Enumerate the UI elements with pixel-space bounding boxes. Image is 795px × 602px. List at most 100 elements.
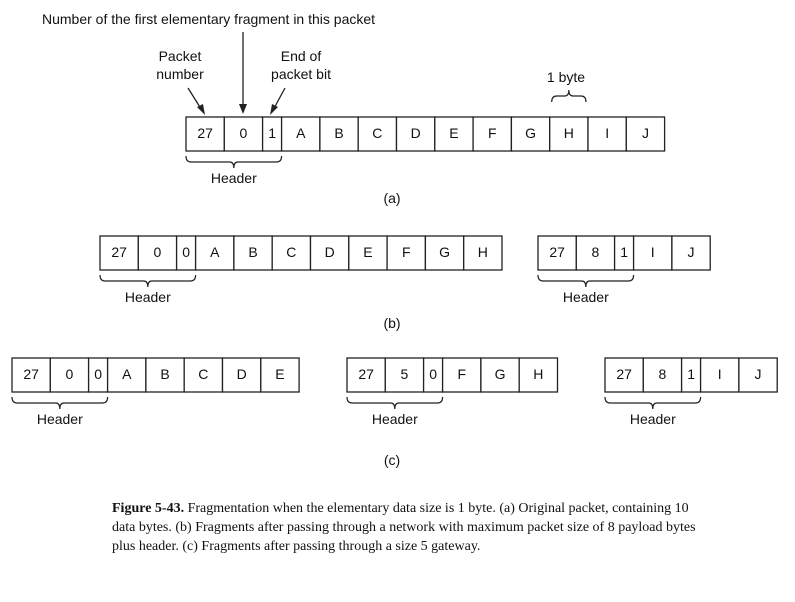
data-byte-cell-text: E	[363, 244, 373, 260]
end-bit-cell-text: 0	[182, 244, 190, 260]
data-byte-cell-text: J	[754, 366, 762, 382]
data-byte-cell-text: D	[410, 125, 421, 141]
end-bit-cell-text: 1	[268, 125, 276, 141]
data-byte-cell-text: C	[198, 366, 209, 382]
header-label: Header	[562, 289, 609, 305]
data-byte-cell	[357, 116, 398, 152]
first-fragment-cell	[49, 357, 90, 393]
data-byte-cell	[441, 357, 482, 393]
data-byte-cell	[632, 235, 673, 271]
data-byte-cell-text: J	[687, 244, 695, 260]
data-byte-cell-text: A	[296, 125, 306, 141]
data-byte-cell-text: I	[650, 244, 655, 260]
packet-number-cell	[185, 116, 225, 152]
part-b-label: (b)	[383, 315, 401, 331]
data-byte-cell	[424, 235, 465, 271]
data-byte-cell-text: G	[494, 366, 506, 382]
header-brace	[11, 396, 109, 410]
packet-number-label-1: Packet	[158, 48, 202, 64]
data-byte-cell-text: F	[401, 244, 411, 260]
header-brace	[99, 274, 197, 288]
header-label: Header	[124, 289, 171, 305]
first-fragment-cell	[137, 235, 178, 271]
arrowhead-icon	[239, 104, 247, 114]
header-brace	[185, 155, 283, 169]
data-byte-cell-text: F	[487, 125, 497, 141]
data-byte-cell-text: B	[160, 366, 170, 382]
first-fragment-cell	[642, 357, 683, 393]
data-byte-cell	[518, 357, 559, 393]
packet-number-cell	[346, 357, 386, 393]
header-brace	[537, 274, 635, 288]
data-byte-cell	[587, 116, 627, 152]
data-byte-cell-text: G	[525, 125, 536, 141]
part-a-label: (a)	[383, 190, 401, 206]
data-byte-cell-text: H	[477, 244, 488, 260]
data-byte-cell	[233, 235, 273, 271]
data-byte-cell-text: B	[248, 244, 258, 260]
data-byte-cell	[699, 357, 740, 393]
header-brace	[346, 396, 444, 410]
packet-number-cell-text: 27	[197, 125, 213, 141]
figure-number: Figure 5-43.	[112, 501, 185, 516]
data-byte-cell-text: D	[236, 366, 247, 382]
data-byte-cell	[625, 116, 666, 152]
packet-number-cell	[99, 235, 139, 271]
data-byte-cell-text: E	[449, 125, 459, 141]
first-fragment-cell-text: 0	[153, 244, 162, 260]
first-fragment-cell-text: 5	[400, 366, 409, 382]
first-fragment-number-label: Number of the first elementary fragment …	[42, 11, 376, 27]
data-byte-cell-text: D	[324, 244, 335, 260]
data-byte-cell-text: H	[563, 125, 574, 141]
data-byte-cell-text: J	[641, 125, 649, 141]
part-c-label: (c)	[383, 452, 401, 468]
arrowhead-icon	[270, 104, 278, 115]
packet-number-cell-text: 27	[111, 244, 127, 260]
header-brace	[604, 396, 702, 410]
end-bit-cell-text: 0	[429, 366, 437, 382]
data-byte-cell-text: A	[122, 366, 132, 382]
data-byte-cell	[319, 116, 359, 152]
data-byte-cell	[145, 357, 185, 393]
data-byte-cell	[549, 116, 589, 152]
first-fragment-cell	[384, 357, 425, 393]
packet-number-label-2: number	[156, 66, 204, 82]
data-byte-cell	[395, 116, 436, 152]
header-label: Header	[629, 411, 676, 427]
first-fragment-cell-text: 0	[65, 366, 74, 382]
first-fragment-cell	[575, 235, 616, 271]
data-byte-cell-text: F	[457, 366, 467, 382]
data-byte-cell-text: A	[210, 244, 220, 260]
packet-number-cell-text: 27	[23, 366, 39, 382]
data-byte-cell-text: I	[605, 125, 610, 141]
one-byte-brace	[551, 89, 587, 103]
figure-caption: Figure 5-43. Fragmentation when the elem…	[112, 499, 712, 556]
data-byte-cell-text: B	[334, 125, 344, 141]
header-label: Header	[371, 411, 418, 427]
packet-number-cell	[537, 235, 577, 271]
data-byte-cell-text: C	[286, 244, 297, 260]
data-byte-cell	[671, 235, 711, 271]
data-byte-cell-text: I	[717, 366, 722, 382]
data-byte-cell-text: G	[439, 244, 450, 260]
data-byte-cell-text: C	[372, 125, 383, 141]
data-byte-cell	[221, 357, 262, 393]
packet-number-cell-text: 27	[616, 366, 632, 382]
first-fragment-cell	[223, 116, 264, 152]
data-byte-cell	[194, 235, 235, 271]
packet-number-cell	[11, 357, 51, 393]
packet-number-cell-text: 27	[549, 244, 565, 260]
first-fragment-cell-text: 8	[591, 244, 600, 260]
header-label: Header	[36, 411, 83, 427]
end-bit-label-1: End of	[280, 48, 322, 64]
end-bit-cell-text: 0	[94, 366, 102, 382]
data-byte-cell	[480, 357, 520, 393]
data-byte-cell	[472, 116, 513, 152]
data-byte-cell	[260, 357, 300, 393]
data-byte-cell	[280, 116, 321, 152]
first-fragment-cell-text: 8	[658, 366, 667, 382]
one-byte-label: 1 byte	[546, 69, 586, 85]
first-fragment-cell-text: 0	[239, 125, 248, 141]
header-label: Header	[210, 170, 257, 186]
